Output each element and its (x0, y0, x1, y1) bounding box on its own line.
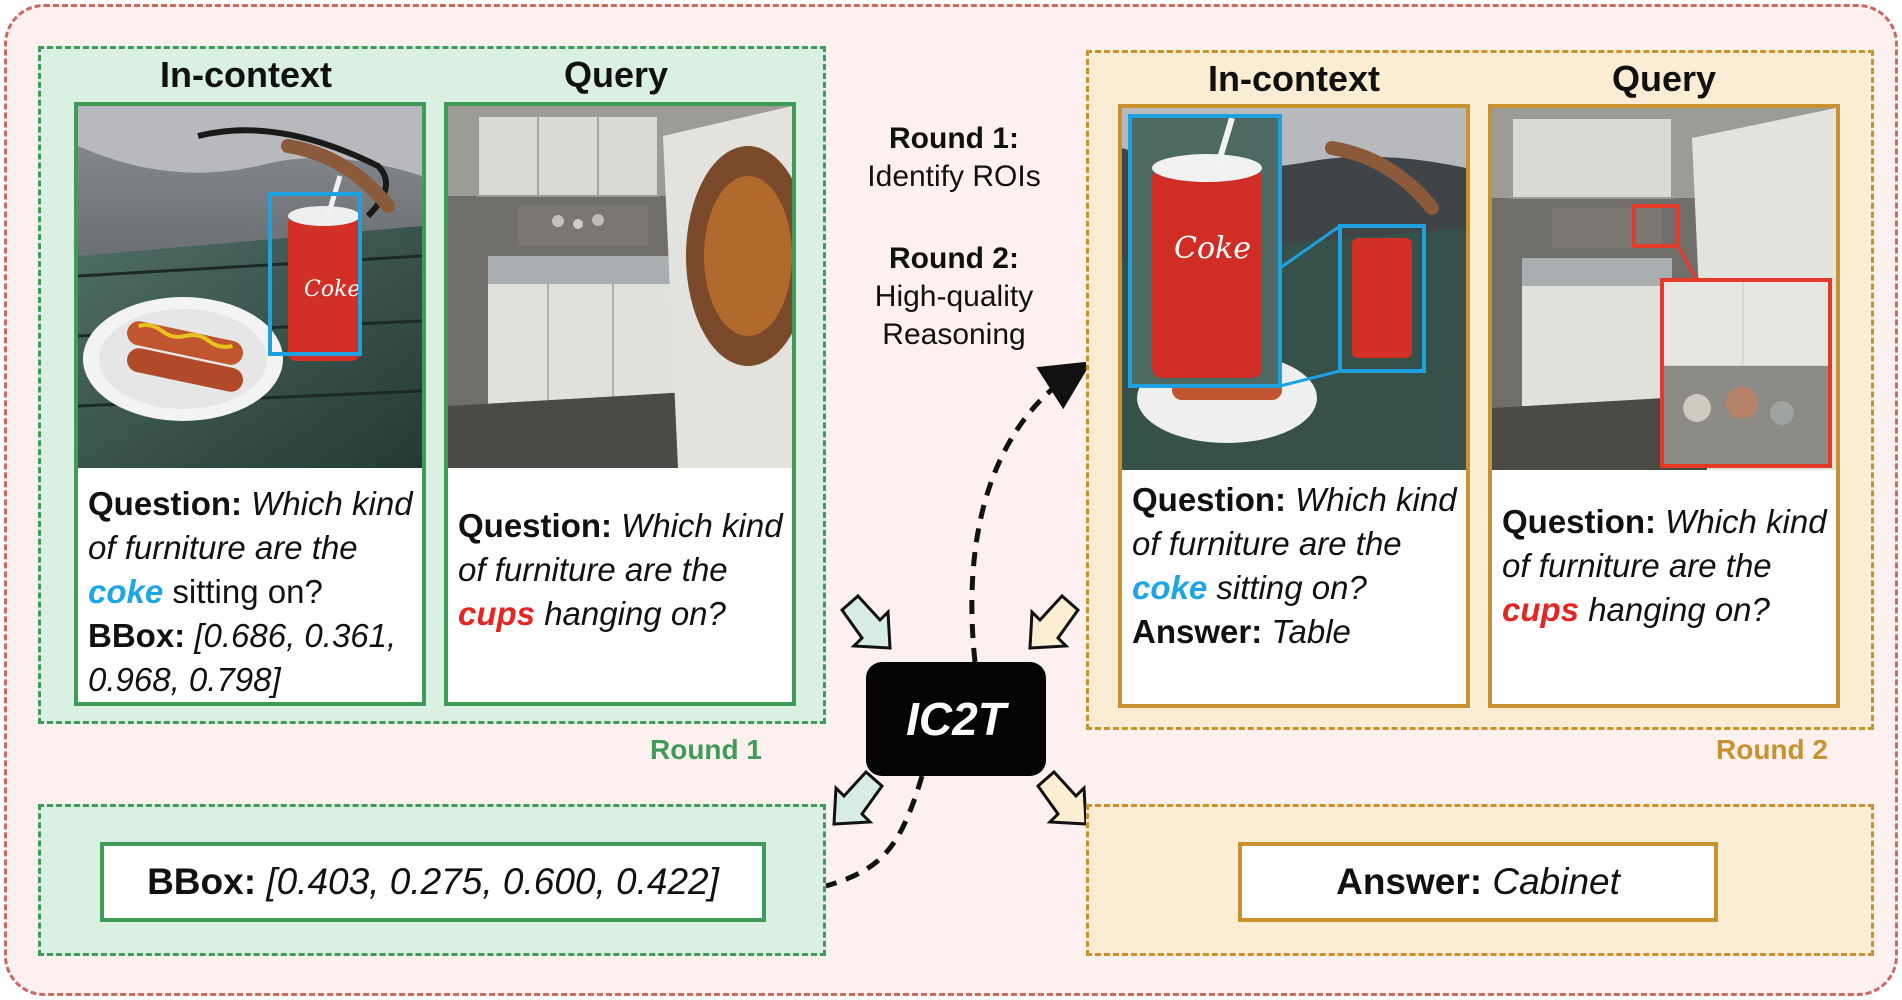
left-incontext-question: Question: Which kind of furniture are th… (88, 482, 420, 702)
incontext-photo-hotdog-coke: Coke (78, 106, 422, 468)
round2-desc-line2: Reasoning (882, 318, 1026, 351)
bbox-output-value: [0.403, 0.275, 0.600, 0.422] (266, 861, 719, 902)
highlight-cups: cups (1502, 591, 1580, 628)
round1-label: Round 1 (650, 734, 762, 765)
bbox-output-box: BBox: [0.403, 0.275, 0.600, 0.422] (100, 842, 766, 922)
question-text-pre: Which kind of furniture are the (1132, 481, 1457, 562)
highlight-coke: coke (88, 573, 164, 610)
answer-label: Answer: (1132, 613, 1263, 650)
coke-logo-text: Coke (304, 277, 360, 302)
bbox-value: [0.686, 0.361, 0.968, 0.798] (88, 617, 397, 698)
question-text-pre: Which kind of furniture are the (458, 507, 783, 588)
right-query-question: Question: Which kind of furniture are th… (1502, 500, 1836, 632)
round2-label: Round 2 (1716, 734, 1828, 765)
question-text-post: sitting on? (1216, 569, 1367, 606)
round1-title: Round 1: (889, 122, 1019, 155)
right-incontext-question: Question: Which kind of furniture are th… (1132, 478, 1464, 654)
input-arrow-right (1028, 593, 1081, 650)
question-label: Question: (458, 507, 612, 544)
coke-logo-text-zoomed: Coke (1174, 231, 1251, 266)
round2-title: Round 2: (889, 242, 1019, 275)
left-query-question: Question: Which kind of furniture are th… (458, 504, 792, 636)
question-text-post: sitting on? (172, 573, 323, 610)
incontext-photo-zoomed-coke: Coke (1122, 108, 1466, 470)
round1-desc: Identify ROIs (867, 160, 1041, 193)
output-arrow-left (832, 769, 885, 826)
answer-value: Table (1271, 613, 1351, 650)
highlight-cups: cups (458, 595, 536, 632)
bbox-label: BBox: (88, 617, 186, 654)
round2-description: Round 2: High-quality Reasoning (842, 240, 1066, 354)
query-photo-kitchen-zoomed (1492, 108, 1836, 470)
output-arrow-right (1035, 769, 1088, 826)
ic2t-model-box: IC2T (866, 662, 1046, 776)
right-incontext-title: In-context (1207, 58, 1380, 99)
input-arrow-left (839, 593, 892, 650)
question-text-post: hanging on? (544, 595, 726, 632)
answer-output-box: Answer: Cabinet (1238, 842, 1718, 922)
question-label: Question: (1502, 503, 1656, 540)
question-text-post: hanging on? (1588, 591, 1770, 628)
right-query-title: Query (1611, 58, 1717, 99)
round1-description: Round 1: Identify ROIs (842, 120, 1066, 196)
answer-output-value: Cabinet (1492, 861, 1620, 902)
dashed-arrow-to-round2 (969, 361, 1092, 663)
left-query-title: Query (563, 54, 669, 95)
question-text-pre: Which kind of furniture are the (1502, 503, 1827, 584)
dashed-line-from-bbox (825, 775, 925, 889)
question-label: Question: (88, 485, 242, 522)
question-text-pre: Which kind of furniture are the (88, 485, 413, 566)
highlight-coke: coke (1132, 569, 1208, 606)
query-photo-kitchen (448, 106, 792, 468)
bbox-output-label: BBox: (147, 861, 257, 902)
question-label: Question: (1132, 481, 1286, 518)
left-incontext-title: In-context (159, 54, 332, 95)
answer-output-label: Answer: (1336, 861, 1483, 902)
round2-desc-line1: High-quality (874, 280, 1034, 313)
